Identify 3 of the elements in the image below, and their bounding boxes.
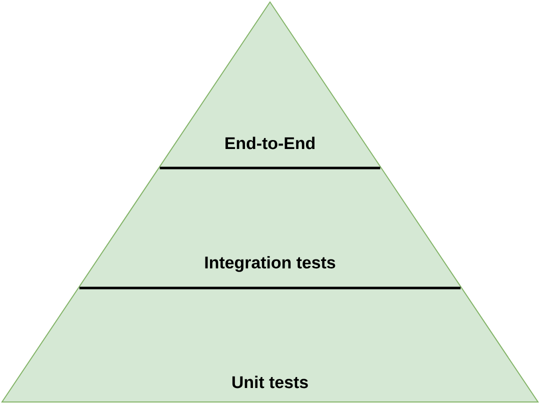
- pyramid-tier: Unit tests: [2, 288, 538, 402]
- pyramid-tier: Integration tests: [78, 168, 462, 288]
- pyramid-tier: End-to-End: [158, 2, 382, 168]
